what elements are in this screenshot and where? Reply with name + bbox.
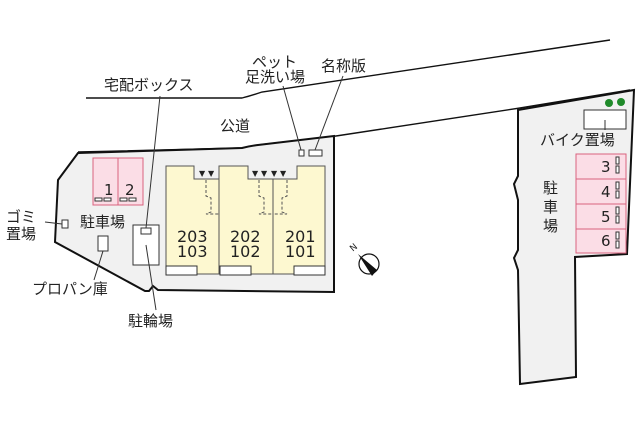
- delivery-box-leader: [145, 95, 161, 229]
- parking-right-label-2: 車: [543, 198, 558, 216]
- parking-number-3: 3: [601, 158, 611, 176]
- name-plate-area: 名称版: [308, 57, 366, 157]
- wheel-stops: [94, 197, 137, 202]
- bicycle-parking: 宅配ボックス 駐輪場: [104, 76, 194, 330]
- unit-201-101: [272, 165, 326, 275]
- road-upper-edge: [86, 39, 611, 99]
- tree-icon: [617, 98, 625, 106]
- parking-left-label: 駐車場: [80, 213, 125, 231]
- unit-upper-201: 201: [285, 227, 316, 246]
- garbage-label-1: ゴミ: [6, 208, 36, 226]
- parking-right: 3 4 5 6 駐 車 場: [543, 153, 627, 254]
- svg-text:▼: ▼: [280, 169, 287, 178]
- svg-text:▼: ▼: [208, 169, 215, 178]
- pet-wash-area: ペット 足洗い場: [245, 53, 305, 157]
- svg-text:▼: ▼: [252, 169, 259, 178]
- parking-number-6: 6: [601, 232, 611, 250]
- svg-text:▼: ▼: [271, 169, 278, 178]
- tree-icon: [605, 99, 613, 107]
- delivery-box-label: 宅配ボックス: [104, 76, 194, 94]
- propane-box: [97, 235, 109, 252]
- bike-parking: バイク置場: [540, 98, 627, 149]
- unit-lower-102: 102: [230, 242, 261, 261]
- north-arrow-icon: N: [348, 242, 380, 276]
- pet-wash-box: [298, 149, 305, 157]
- garbage-area: ゴミ 置場: [6, 208, 69, 243]
- pet-wash-label-2: 足洗い場: [245, 68, 305, 86]
- parking-right-label-1: 駐: [543, 179, 558, 197]
- parking-number-5: 5: [601, 208, 611, 226]
- unit-lower-103: 103: [177, 242, 208, 261]
- wheel-stops: [615, 156, 620, 249]
- svg-text:▼: ▼: [261, 169, 268, 178]
- parking-number-1: 1: [104, 181, 114, 199]
- parking-number-4: 4: [601, 183, 611, 201]
- apartment-building: ▼▼ ▼▼ ▼▼ 203 103 202 102 201 101: [165, 165, 326, 276]
- parking-left: 1 2 駐車場: [80, 157, 144, 231]
- compass-north-label: N: [348, 242, 360, 254]
- parking-number-2: 2: [125, 181, 135, 199]
- public-road-label: 公道: [220, 117, 250, 135]
- balconies: [165, 265, 326, 276]
- garbage-box: [61, 219, 69, 229]
- svg-text:▼: ▼: [199, 169, 206, 178]
- parking-space-2: [117, 157, 144, 206]
- delivery-box: [140, 227, 152, 235]
- unit-upper-202: 202: [230, 227, 261, 246]
- bike-parking-label: バイク置場: [540, 131, 615, 149]
- name-plate-label: 名称版: [321, 57, 366, 75]
- parking-right-label-3: 場: [543, 217, 558, 235]
- bicycle-parking-label: 駐輪場: [128, 312, 173, 330]
- unit-upper-203: 203: [177, 227, 208, 246]
- propane-label: プロパン庫: [32, 280, 108, 298]
- unit-lower-101: 101: [285, 242, 316, 261]
- garbage-label-2: 置場: [6, 225, 36, 243]
- pet-wash-label-1: ペット: [252, 53, 297, 71]
- parking-space-1: [92, 157, 119, 206]
- name-plate-box: [308, 149, 323, 157]
- stairs: [205, 180, 288, 215]
- propane-storage: プロパン庫: [32, 235, 109, 298]
- entrance-markers: ▼▼ ▼▼ ▼▼: [199, 169, 287, 178]
